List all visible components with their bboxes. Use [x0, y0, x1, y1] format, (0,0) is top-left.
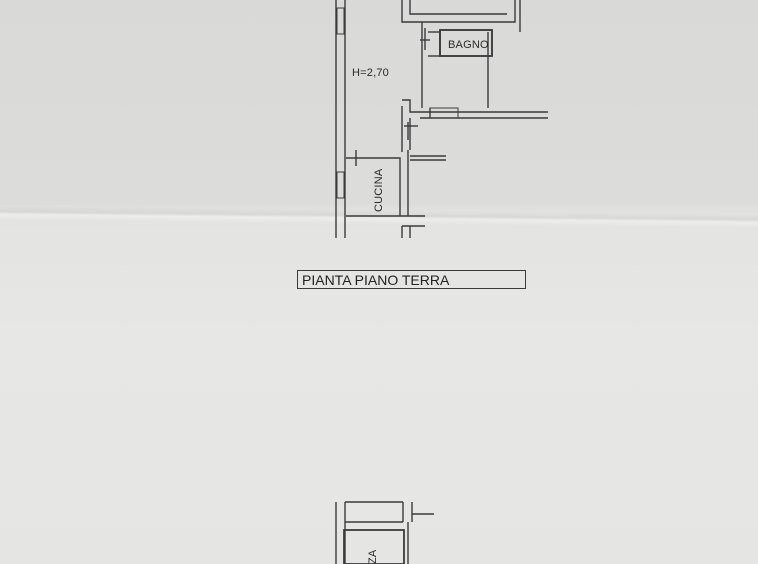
window-left-kitchen	[336, 171, 345, 199]
kitchen-outline	[346, 157, 401, 216]
height-label: H=2,70	[352, 67, 389, 79]
window-left-top	[336, 7, 345, 35]
wall-corridor-top	[402, 99, 548, 113]
partial-room-label: ZA	[367, 549, 379, 564]
kitchen-label: CUCINA	[373, 168, 385, 212]
wall-top-room-inner	[409, 0, 507, 15]
bottom-room-outline	[343, 529, 405, 564]
bathroom-label: BAGNO	[448, 39, 489, 51]
plan-title: PIANTA PIANO TERRA	[297, 270, 526, 289]
wall-top-room	[401, 0, 516, 23]
